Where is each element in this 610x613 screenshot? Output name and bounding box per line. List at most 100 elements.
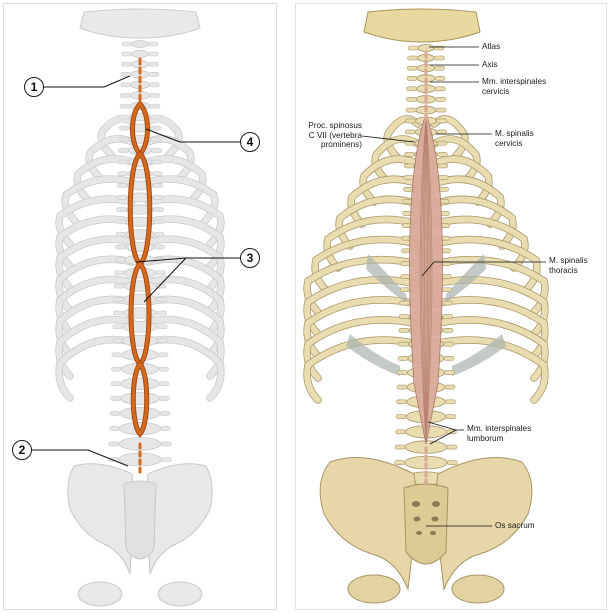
transverse-process xyxy=(394,460,405,465)
transverse-process xyxy=(437,175,449,180)
transverse-process xyxy=(441,300,453,306)
rib xyxy=(431,156,492,205)
transverse-process xyxy=(150,125,162,131)
left-leader-lines xyxy=(30,75,240,467)
transverse-process xyxy=(444,384,456,390)
vertebra xyxy=(124,241,156,253)
transverse-process xyxy=(111,352,123,358)
muscle-fiber xyxy=(425,115,431,443)
transverse-process xyxy=(161,457,172,462)
transverse-process xyxy=(115,219,127,225)
rib xyxy=(431,337,548,403)
vertebra xyxy=(127,157,153,167)
transverse-process xyxy=(118,148,129,153)
muscle-fiber xyxy=(425,115,428,443)
transverse-process xyxy=(156,297,167,302)
transverse-process xyxy=(120,93,131,98)
rib xyxy=(431,236,540,293)
transverse-process xyxy=(148,72,160,77)
rib xyxy=(360,156,421,205)
left-skeleton-illustration xyxy=(30,8,240,607)
transverse-process xyxy=(434,76,446,81)
label-os-sacrum: Os sacrum xyxy=(495,521,535,530)
rib xyxy=(145,156,206,203)
rib xyxy=(56,336,135,401)
transverse-process xyxy=(445,399,456,405)
transverse-process xyxy=(108,457,119,462)
right-anatomy-panel: Atlas Axis Mm. interspinales cervicis Pr… xyxy=(296,4,606,609)
rib xyxy=(348,176,421,227)
vertebra xyxy=(119,406,161,420)
transverse-process xyxy=(434,55,445,61)
transverse-process xyxy=(121,61,132,67)
transverse-process xyxy=(436,118,447,124)
costal-cartilage xyxy=(366,254,408,304)
rib xyxy=(74,156,135,203)
transverse-process xyxy=(435,86,446,92)
transverse-process xyxy=(395,414,407,419)
label-spinalis-cervicis: M. spinalis cervicis xyxy=(495,129,534,148)
transverse-process xyxy=(398,341,409,347)
transverse-process xyxy=(394,444,406,450)
transverse-process xyxy=(437,152,448,157)
transverse-process xyxy=(109,411,121,416)
rib xyxy=(431,135,480,183)
rib xyxy=(312,236,421,293)
transverse-process xyxy=(115,244,126,250)
transverse-process xyxy=(443,341,454,347)
rib xyxy=(336,196,421,249)
transverse-process xyxy=(121,41,133,47)
right-leader-lines xyxy=(361,46,546,527)
transverse-process xyxy=(113,283,125,289)
rib xyxy=(304,337,421,403)
left-anatomy-panel: 1 4 3 2 xyxy=(4,4,276,609)
vertebra xyxy=(120,392,160,405)
transverse-process xyxy=(109,426,120,431)
vertebra xyxy=(122,320,158,333)
transverse-process xyxy=(152,183,163,188)
transverse-process xyxy=(157,352,169,358)
left-pelvis xyxy=(67,463,213,607)
transverse-process xyxy=(160,441,172,447)
transverse-process xyxy=(147,41,159,47)
transverse-process xyxy=(151,159,163,165)
rib xyxy=(431,176,504,227)
vertebra xyxy=(131,50,149,58)
rib xyxy=(431,216,528,271)
transverse-process xyxy=(150,114,161,120)
transverse-process xyxy=(396,384,408,390)
transverse-process xyxy=(436,140,448,146)
marker-1: 1 xyxy=(24,77,44,97)
transverse-process xyxy=(108,441,120,447)
transverse-process xyxy=(110,396,121,401)
rib xyxy=(324,216,421,271)
transverse-process xyxy=(112,338,123,344)
transverse-process xyxy=(151,171,163,176)
muscle-fiber xyxy=(419,115,427,443)
marker-4: 4 xyxy=(240,132,260,152)
transverse-process xyxy=(404,152,415,157)
transverse-process xyxy=(120,82,131,88)
transverse-process xyxy=(405,118,416,124)
transverse-process xyxy=(446,444,458,450)
transverse-process xyxy=(121,51,132,57)
transverse-process xyxy=(441,287,453,293)
rib xyxy=(372,135,421,183)
transverse-process xyxy=(159,396,170,401)
vertebra xyxy=(121,334,159,347)
transverse-process xyxy=(407,65,418,71)
label-interspinales-cervicis: Mm. interspinales cervicis xyxy=(482,77,547,96)
transverse-process xyxy=(117,159,129,165)
transverse-process xyxy=(158,381,170,387)
transverse-process xyxy=(116,207,127,212)
transverse-process xyxy=(396,399,407,405)
muscle-fiber xyxy=(424,115,427,443)
transverse-process xyxy=(149,82,160,88)
rib xyxy=(431,196,516,249)
transverse-process xyxy=(435,107,447,113)
spinalis-muscle-highlight xyxy=(127,57,153,474)
vertebra xyxy=(120,377,160,390)
transverse-process xyxy=(436,129,448,135)
transverse-process xyxy=(399,287,411,293)
label-axis: Axis xyxy=(482,60,498,69)
